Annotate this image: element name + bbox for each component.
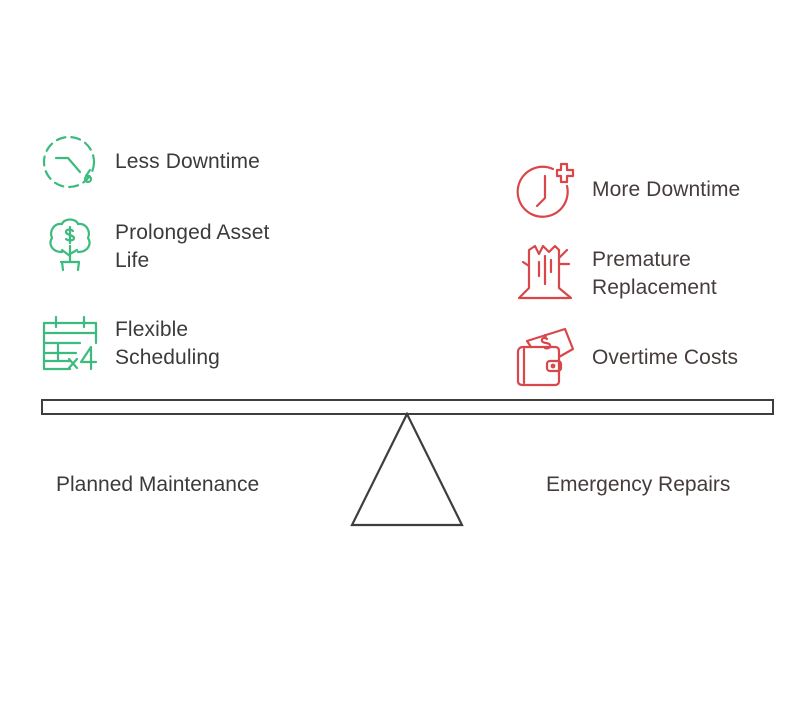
dashed-clock-icon [40, 134, 100, 194]
right-item-label: Premature Replacement [592, 248, 717, 299]
fulcrum-triangle [348, 411, 466, 528]
right-item-label: Overtime Costs [592, 346, 739, 369]
calendar-x4-icon [40, 313, 100, 373]
right-side-title: Emergency Repairs [546, 473, 731, 496]
left-item-label: Flexible Scheduling [115, 318, 220, 369]
right-item-label: More Downtime [592, 178, 741, 201]
tree-stump-icon [515, 240, 575, 300]
clock-plus-icon [515, 160, 575, 220]
left-item-label: Less Downtime [115, 150, 260, 173]
wallet-money-icon [515, 327, 575, 387]
left-item-label: Prolonged Asset Life [115, 221, 270, 272]
money-tree-icon [40, 214, 100, 274]
left-side-title: Planned Maintenance [56, 473, 260, 496]
